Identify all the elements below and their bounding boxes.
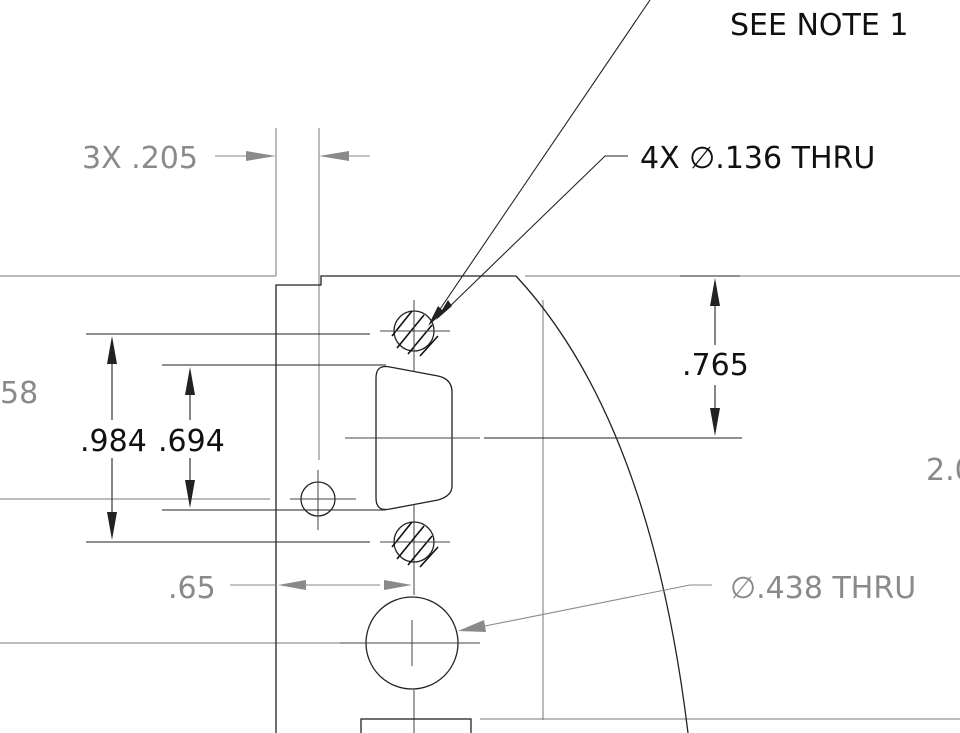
large-hole-callout-label: ∅.438 THRU	[730, 571, 916, 606]
partial-left-dim-label: 58	[0, 376, 38, 411]
leader-lines	[428, 0, 651, 326]
part-outline	[275, 275, 689, 733]
note-ref-label: SEE NOTE 1	[730, 8, 908, 43]
bottom-feature	[360, 718, 472, 733]
dim-65-lines	[230, 580, 412, 590]
slot-width-label: 3X .205	[82, 141, 198, 176]
dim-694-lines	[162, 364, 386, 511]
hole-callout-label: 4X ∅.136 THRU	[640, 141, 875, 176]
dim-984-lines	[86, 333, 370, 543]
connector-cutout	[375, 365, 453, 511]
dim-765-lines	[484, 275, 742, 439]
dim-65-label: .65	[168, 571, 216, 606]
dim-984-label: .984	[80, 424, 147, 459]
dim-765-label: .765	[682, 348, 749, 383]
dim-205-arrows	[215, 151, 370, 161]
partial-right-dim-label: 2.0	[926, 453, 960, 488]
extension-lines	[0, 128, 960, 720]
dim-694-label: .694	[158, 424, 225, 459]
large-hole	[340, 596, 480, 690]
mounting-hole-bottom	[380, 521, 450, 568]
small-hole-left	[290, 470, 356, 530]
mounting-hole-top	[380, 300, 450, 362]
dim-438-leader	[458, 584, 712, 632]
